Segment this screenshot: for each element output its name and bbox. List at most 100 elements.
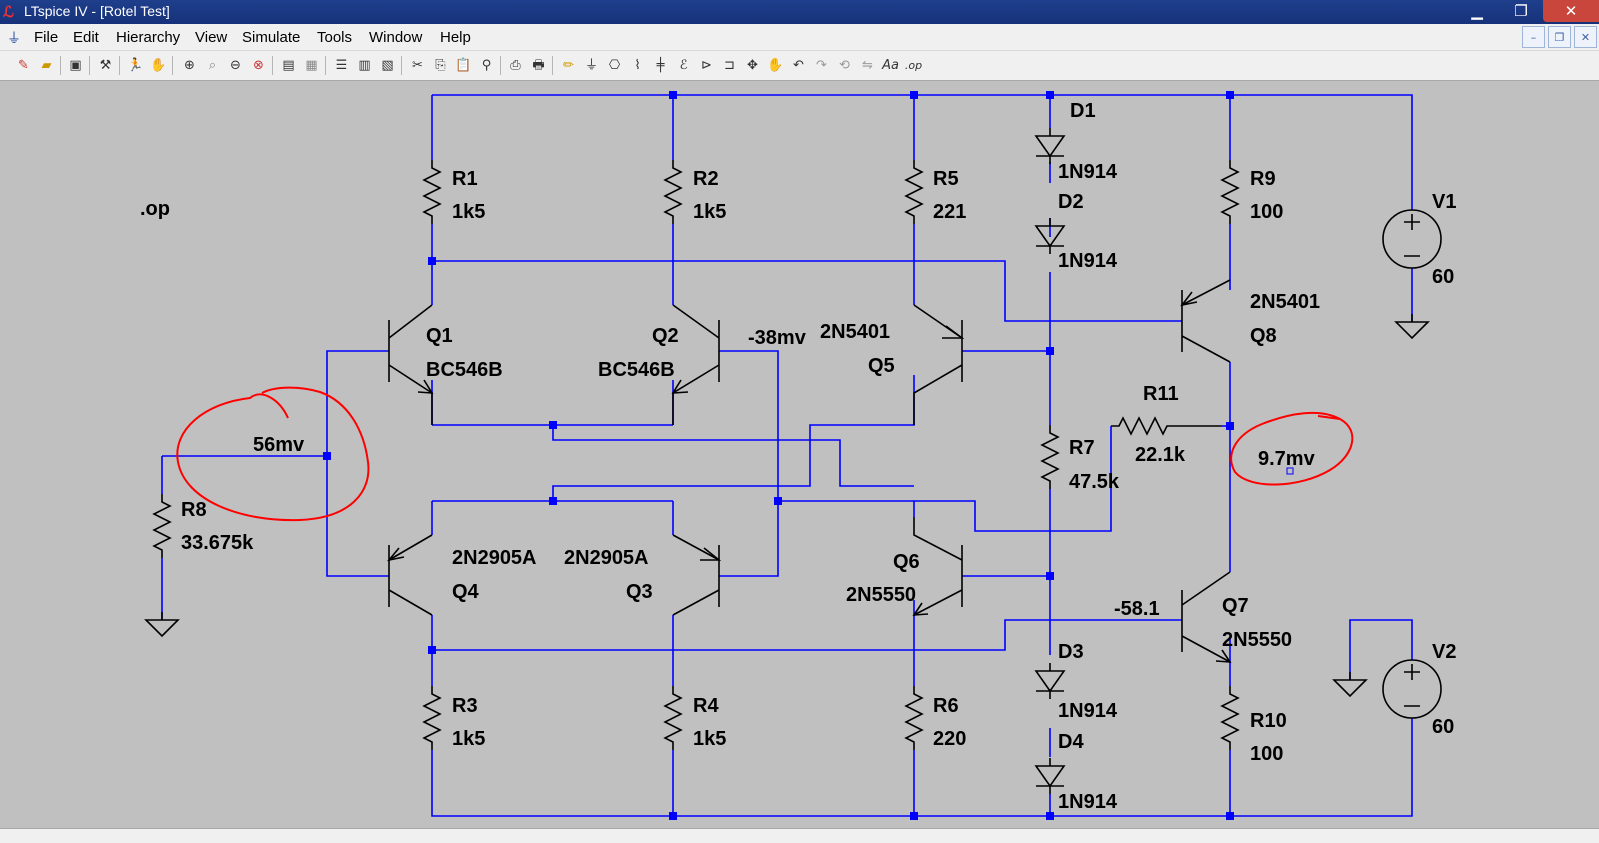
menu-tools[interactable]: Tools [317,29,353,46]
resistor-r1[interactable] [423,159,441,225]
transistor-q1[interactable] [388,304,434,425]
ground-icon[interactable]: ⏚ [584,58,598,73]
menu-help[interactable]: Help [440,29,471,46]
q7-value: 2N5550 [1222,629,1292,651]
ground-r8 [145,611,179,637]
menu-simulate[interactable]: Simulate [242,29,301,46]
menu-file[interactable]: File [34,29,59,46]
spice-directive-icon[interactable]: .op [904,59,923,72]
tile-horiz-icon[interactable]: ☰ [335,58,348,73]
drag-icon[interactable]: ✋ [767,58,784,73]
d3-value: 1N914 [1058,700,1118,722]
q8-value: 2N5401 [1250,291,1320,313]
cursor-marker [1286,467,1294,475]
capacitor-icon[interactable]: ╪ [656,58,665,73]
resistor-r10[interactable] [1221,685,1239,751]
doc-close-button[interactable]: ✕ [1574,26,1597,48]
voltage-source-v1[interactable] [1382,209,1442,269]
q2-name: Q2 [652,325,679,347]
transistor-q6[interactable] [912,517,963,616]
save-icon[interactable]: ▣ [69,58,82,73]
copy-icon[interactable]: ⎘ [435,58,446,73]
r1-value: 1k5 [452,201,485,223]
ground-v1 [1395,313,1429,339]
transistor-q2[interactable] [671,304,720,425]
menu-view[interactable]: View [195,29,228,46]
rotate-icon[interactable]: ⟲ [839,58,850,73]
maximize-button[interactable]: ❐ [1514,2,1528,20]
cascade-icon[interactable]: ▦ [305,58,318,73]
resistor-icon[interactable]: ⌇ [634,58,641,73]
menu-edit[interactable]: Edit [73,29,99,46]
transistor-q5[interactable] [913,304,965,425]
resistor-r4[interactable] [664,685,682,751]
print-preview-icon[interactable]: ⎙ [510,58,521,73]
cut-icon[interactable]: ✂ [412,58,423,73]
q8-name: Q8 [1250,325,1277,347]
r10-value: 100 [1250,743,1283,765]
diode-d4[interactable] [1035,757,1065,795]
schematic-canvas[interactable]: .op R1 1k5 R2 1k5 R5 221 R9 100 D1 1N914… [0,81,1599,828]
transistor-q8[interactable] [1180,279,1231,363]
transistor-q3[interactable] [672,534,722,616]
close-button[interactable]: ✕ [1543,0,1599,22]
menu-hierarchy[interactable]: Hierarchy [116,29,181,46]
q6-name: Q6 [893,551,920,573]
doc-minimize-button[interactable]: – [1522,26,1545,48]
control-panel-icon[interactable]: ⚒ [99,58,112,73]
run-icon[interactable]: 🏃 [127,58,144,73]
v2-name: V2 [1432,641,1456,663]
zoom-fit-icon[interactable]: ⊗ [253,58,264,73]
resistor-r5[interactable] [905,159,923,225]
new-schematic-icon[interactable]: ✎ [18,58,29,73]
r8-name: R8 [181,499,207,521]
doc-restore-button[interactable]: ❐ [1548,26,1571,48]
print-icon[interactable]: 🖶 [532,58,545,73]
resistor-r6[interactable] [905,685,923,751]
wire-icon[interactable]: ✏ [563,58,574,73]
diode-icon[interactable]: ⊳ [701,58,712,73]
tile-icon[interactable]: ▤ [282,58,295,73]
diode-d3[interactable] [1035,662,1065,700]
zoom-out-icon[interactable]: ⊖ [230,58,241,73]
red-annotations [176,386,1354,522]
move-icon[interactable]: ✥ [747,58,758,73]
label-net-icon[interactable]: ⎔ [608,58,621,73]
zoom-pan-icon[interactable]: ⌕ [208,58,217,73]
inductor-icon[interactable]: ℰ [679,58,688,73]
resistor-r8[interactable] [153,493,171,559]
find-icon[interactable]: ⚲ [481,58,492,73]
transistor-q7[interactable] [1181,571,1232,663]
undo-icon[interactable]: ↶ [793,58,804,73]
close-window-icon[interactable]: ▧ [381,58,394,73]
resistor-r2[interactable] [664,159,682,225]
q3-value: 2N2905A [564,547,649,569]
diode-d1[interactable] [1035,127,1065,165]
schematic-drawing[interactable]: .op R1 1k5 R2 1k5 R5 221 R9 100 D1 1N914… [0,81,1599,828]
voltage-source-v2[interactable] [1382,659,1442,719]
r9-name: R9 [1250,168,1276,190]
open-icon[interactable]: ▰ [41,58,52,73]
halt-icon[interactable]: ✋ [150,58,167,73]
component-icon[interactable]: ⊐ [724,58,735,73]
mirror-icon[interactable]: ⇋ [862,58,873,73]
menu-window[interactable]: Window [369,29,423,46]
schematic-doc-icon[interactable]: ⏚ [7,30,21,46]
text-icon[interactable]: Aa [882,58,899,73]
resistor-r9[interactable] [1221,159,1239,225]
v1-value: 60 [1432,266,1454,288]
resistor-r3[interactable] [423,685,441,751]
minimize-button[interactable]: ▁ [1471,2,1483,20]
d2-value: 1N914 [1058,250,1118,272]
paste-icon[interactable]: 📋 [455,58,472,73]
spice-directive[interactable]: .op [140,198,170,220]
tile-vert-icon[interactable]: ▥ [358,58,371,73]
zoom-in-icon[interactable]: ⊕ [184,58,195,73]
transistor-q4[interactable] [386,534,433,616]
resistor-r7[interactable] [1041,424,1059,490]
redo-icon[interactable]: ↷ [816,58,827,73]
d1-value: 1N914 [1058,161,1118,183]
q6-value: 2N5550 [846,584,916,606]
resistor-r11[interactable] [1110,417,1221,435]
toolbar: ✎ ▰ ▣ ⚒ 🏃 ✋ ⊕ ⌕ ⊖ ⊗ ▤ ▦ ☰ ▥ ▧ ✂ ⎘ 📋 ⚲ ⎙ … [0,51,1599,81]
